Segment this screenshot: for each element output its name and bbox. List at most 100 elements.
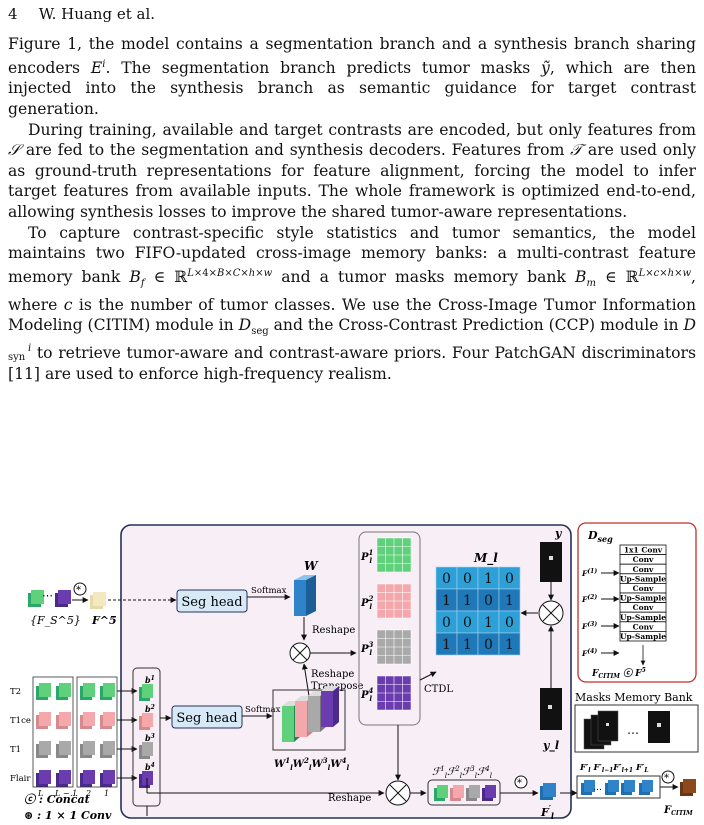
figure-diagram: ⋯ {F_S^5} * F^5 Seg head Softmax W Resha… — [10, 522, 699, 822]
w-slab — [282, 706, 294, 742]
calf-cubes — [434, 785, 496, 801]
memory-bank-masks: … — [583, 710, 670, 750]
reshape-label-1: Reshape — [312, 625, 355, 636]
seg-head-top — [176, 589, 248, 613]
dseg-block — [619, 631, 667, 642]
seg-head-top-label: Seg head — [181, 595, 242, 610]
dseg-block-label: 1x1 Conv — [624, 546, 663, 555]
dseg-block-label: Conv — [633, 565, 654, 574]
svg-text:…: … — [593, 783, 602, 793]
matrix-value: 0 — [484, 593, 493, 609]
body-text: Figure 1, the model contains a segmentat… — [8, 34, 696, 384]
matrix-value: 1 — [442, 593, 451, 609]
softmax-top: Softmax — [251, 586, 287, 596]
paragraph-2: During training, available and target co… — [8, 120, 697, 221]
matrix-value: 0 — [463, 571, 472, 587]
b-label: b4 — [145, 762, 155, 772]
yl-label: y_l — [542, 739, 559, 753]
fs5-label: {F_S^5} — [30, 614, 81, 627]
fs5-cubes — [28, 590, 71, 607]
contrast-label: Flair — [10, 774, 31, 784]
running-authors: W. Huang et al. — [38, 5, 156, 23]
conv-1x1-right — [661, 770, 675, 784]
f5-cube — [90, 592, 106, 609]
matrix-value: 0 — [484, 637, 493, 653]
fl-seq-label: F′l F′l−1F′l+1 F′L — [579, 763, 649, 774]
matrix-value: 0 — [442, 571, 451, 587]
fcitim-label: FCITIM — [663, 805, 693, 817]
fl-seq-cubes: … — [581, 780, 653, 795]
matrix-cell — [498, 632, 521, 656]
dseg-input-label: F(4) — [581, 648, 597, 658]
dseg-block-label: Up-Sample — [620, 613, 666, 622]
layer-tick: … — [70, 789, 78, 798]
matrix-value: 0 — [505, 571, 514, 587]
dseg-block-label: Up-Sample — [620, 594, 666, 603]
y-mask — [540, 542, 562, 582]
b-label: b2 — [145, 704, 155, 714]
reshape-label-bottom: Reshape — [328, 793, 371, 804]
matrix-value: 0 — [463, 615, 472, 631]
matrix-value: 1 — [505, 593, 514, 609]
svg-text:*: * — [517, 778, 522, 789]
svg-text:*: * — [76, 585, 81, 596]
contrast-label: T1 — [10, 745, 21, 755]
seg-head-bottom — [171, 705, 243, 729]
layer-tick: L − 1 — [54, 789, 77, 798]
fcitim-cube — [680, 779, 696, 796]
dseg-blocks: 1x1 ConvConvConvUp-SampleConvUp-SampleCo… — [581, 544, 667, 666]
reshape-transpose-label-a: Reshape — [311, 669, 354, 680]
w-slab — [321, 691, 333, 727]
softmax-bottom: Softmax — [245, 705, 281, 715]
w-stack — [282, 686, 339, 742]
w-stack-frame — [272, 689, 346, 751]
conv-1x1-mid — [514, 775, 528, 789]
dseg-block-label: Conv — [633, 622, 654, 631]
dseg-input-label: F(1) — [581, 568, 597, 578]
matrix-value: 1 — [463, 637, 472, 653]
matrix-value: 1 — [484, 615, 493, 631]
matrix-value: 0 — [442, 615, 451, 631]
dseg-block-label: Conv — [633, 603, 654, 612]
memory-bank-label: Masks Memory Bank — [575, 691, 693, 704]
matrix-value: 1 — [505, 637, 514, 653]
w-slab — [308, 696, 320, 732]
layer-tick: L — [37, 789, 43, 798]
ctdl-label: CTDL — [424, 684, 453, 695]
calf-label: ℱ1lℱ2lℱ3lℱ4l — [432, 765, 492, 780]
w-label: W — [304, 559, 319, 573]
page-header: 4 W. Huang et al. — [8, 5, 155, 23]
layer-tick: 1 — [104, 789, 109, 798]
matrix-value: 0 — [505, 615, 514, 631]
w-stack-label: W1lW2lW3lW4l — [274, 756, 349, 772]
fl-prime-label: F′l — [540, 803, 554, 821]
w-slab — [295, 701, 307, 737]
concat-legend: ⓒ : Concat — [24, 793, 90, 806]
contrast-label: T1ce — [10, 716, 31, 726]
svg-text:…: … — [627, 723, 639, 737]
matrix-value: 1 — [463, 593, 472, 609]
dseg-block-label: Up-Sample — [620, 632, 666, 641]
dseg-input-label: F(3) — [581, 621, 597, 631]
contrast-label: T2 — [10, 687, 21, 697]
f5-label: F^5 — [91, 614, 117, 627]
conv-1x1-top — [73, 582, 87, 596]
matrix-value: 1 — [484, 571, 493, 587]
fl-prime-cube — [540, 783, 556, 800]
m-label: M_l — [473, 551, 498, 566]
paragraph-3: To capture contrast-specific style stati… — [8, 223, 697, 383]
y-label: y — [554, 527, 563, 540]
matrix-value: 1 — [442, 637, 451, 653]
seg-head-bottom-label: Seg head — [176, 711, 237, 726]
paragraph-1: Figure 1, the model contains a segmentat… — [8, 35, 696, 118]
conv-legend: ⊛ : 1 × 1 Conv — [24, 809, 112, 822]
svg-text:*: * — [664, 773, 669, 784]
dseg-input-label: F(2) — [581, 594, 597, 604]
